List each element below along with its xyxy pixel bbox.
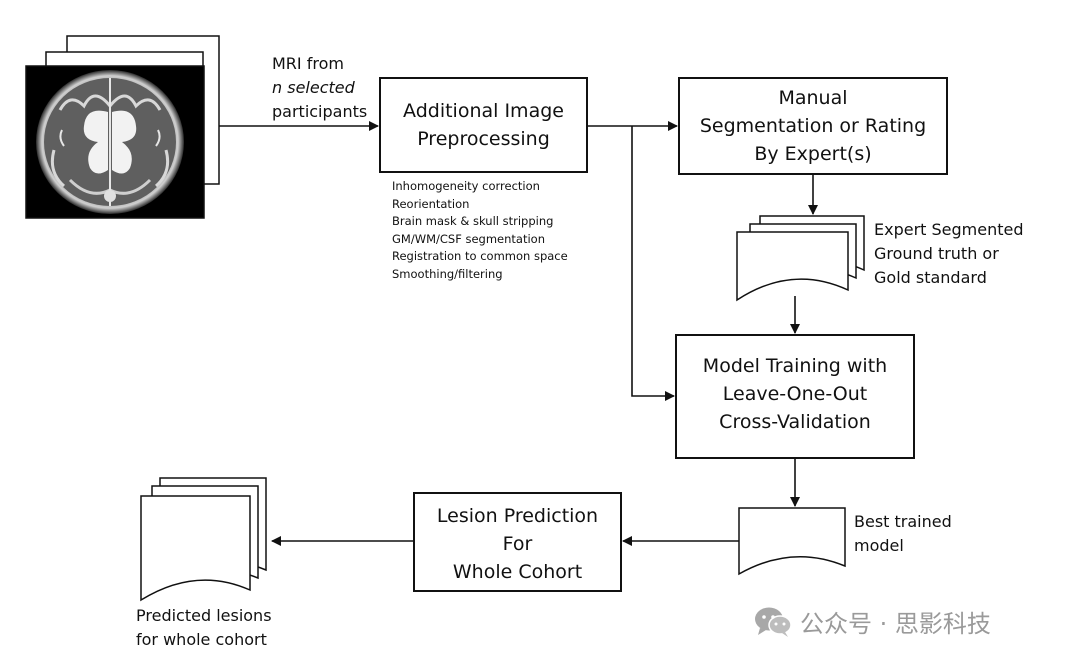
lesion-prediction-label-line: For — [502, 533, 533, 555]
manual-segmentation-label-line: Manual — [778, 87, 848, 109]
predicted-lesions-label-line: for whole cohort — [136, 630, 267, 649]
best-model-label-line: model — [854, 536, 904, 555]
best-model-document — [738, 507, 846, 576]
model-training-label-line: Model Training with — [702, 355, 888, 377]
preprocessing-steps-list: Inhomogeneity correction Reorientation B… — [392, 178, 568, 283]
manual-segmentation-label-line: Segmentation or Rating — [699, 115, 927, 137]
preprocessing-label-line: Additional Image — [403, 100, 564, 122]
lesion-prediction-box — [413, 492, 622, 592]
lesion-prediction-label: Lesion Prediction For Whole Cohort — [414, 502, 621, 586]
arrow-preprocessing-to-training — [631, 126, 675, 401]
watermark: 公众号 · 思影科技 — [754, 604, 991, 639]
mri-input-label-line: participants — [272, 102, 368, 121]
preprocessing-step: Smoothing/filtering — [392, 266, 503, 281]
mri-brain-image — [26, 66, 204, 218]
predicted-lesions-label: Predicted lesions for whole cohort — [136, 604, 272, 652]
preprocessing-label-line: Preprocessing — [417, 128, 550, 150]
manual-segmentation-label-line: By Expert(s) — [754, 143, 872, 165]
lesion-prediction-label-line: Lesion Prediction — [436, 505, 599, 527]
mri-input-label: MRI from n selected participants — [272, 52, 367, 124]
ground-truth-label-line: Gold standard — [874, 268, 987, 287]
preprocessing-box — [379, 77, 588, 173]
preprocessing-label: Additional Image Preprocessing — [380, 97, 587, 153]
preprocessing-step: Brain mask & skull stripping — [392, 214, 554, 228]
mri-image-stack — [25, 35, 220, 219]
mri-input-label-line: MRI from — [272, 54, 344, 73]
model-training-label-line: Leave-One-Out — [722, 383, 868, 405]
ground-truth-label-line: Expert Segmented — [874, 220, 1024, 239]
preprocessing-step: Registration to common space — [392, 249, 568, 263]
preprocessing-step: Inhomogeneity correction — [392, 179, 540, 193]
model-training-box — [675, 334, 915, 459]
manual-segmentation-box — [678, 77, 948, 175]
predicted-lesions-label-line: Predicted lesions — [136, 606, 272, 625]
ground-truth-document-stack — [736, 215, 865, 302]
manual-segmentation-label: Manual Segmentation or Rating By Expert(… — [679, 84, 947, 168]
model-training-label: Model Training with Leave-One-Out Cross-… — [676, 352, 914, 436]
preprocessing-step: Reorientation — [392, 196, 470, 211]
best-model-label-line: Best trained — [854, 512, 952, 531]
watermark-text: 公众号 · 思影科技 — [800, 610, 991, 638]
ground-truth-label: Expert Segmented Ground truth or Gold st… — [874, 218, 1024, 290]
best-model-label: Best trained model — [854, 510, 952, 558]
ground-truth-label-line: Ground truth or — [874, 244, 999, 263]
mri-input-label-line: n selected — [272, 78, 355, 97]
connectors — [219, 121, 818, 546]
preprocessing-step: GM/WM/CSF segmentation — [392, 231, 545, 246]
wechat-icon — [755, 607, 792, 637]
lesion-prediction-label-line: Whole Cohort — [452, 561, 583, 583]
model-training-label-line: Cross-Validation — [719, 411, 871, 433]
predicted-lesions-document-stack — [140, 477, 267, 602]
